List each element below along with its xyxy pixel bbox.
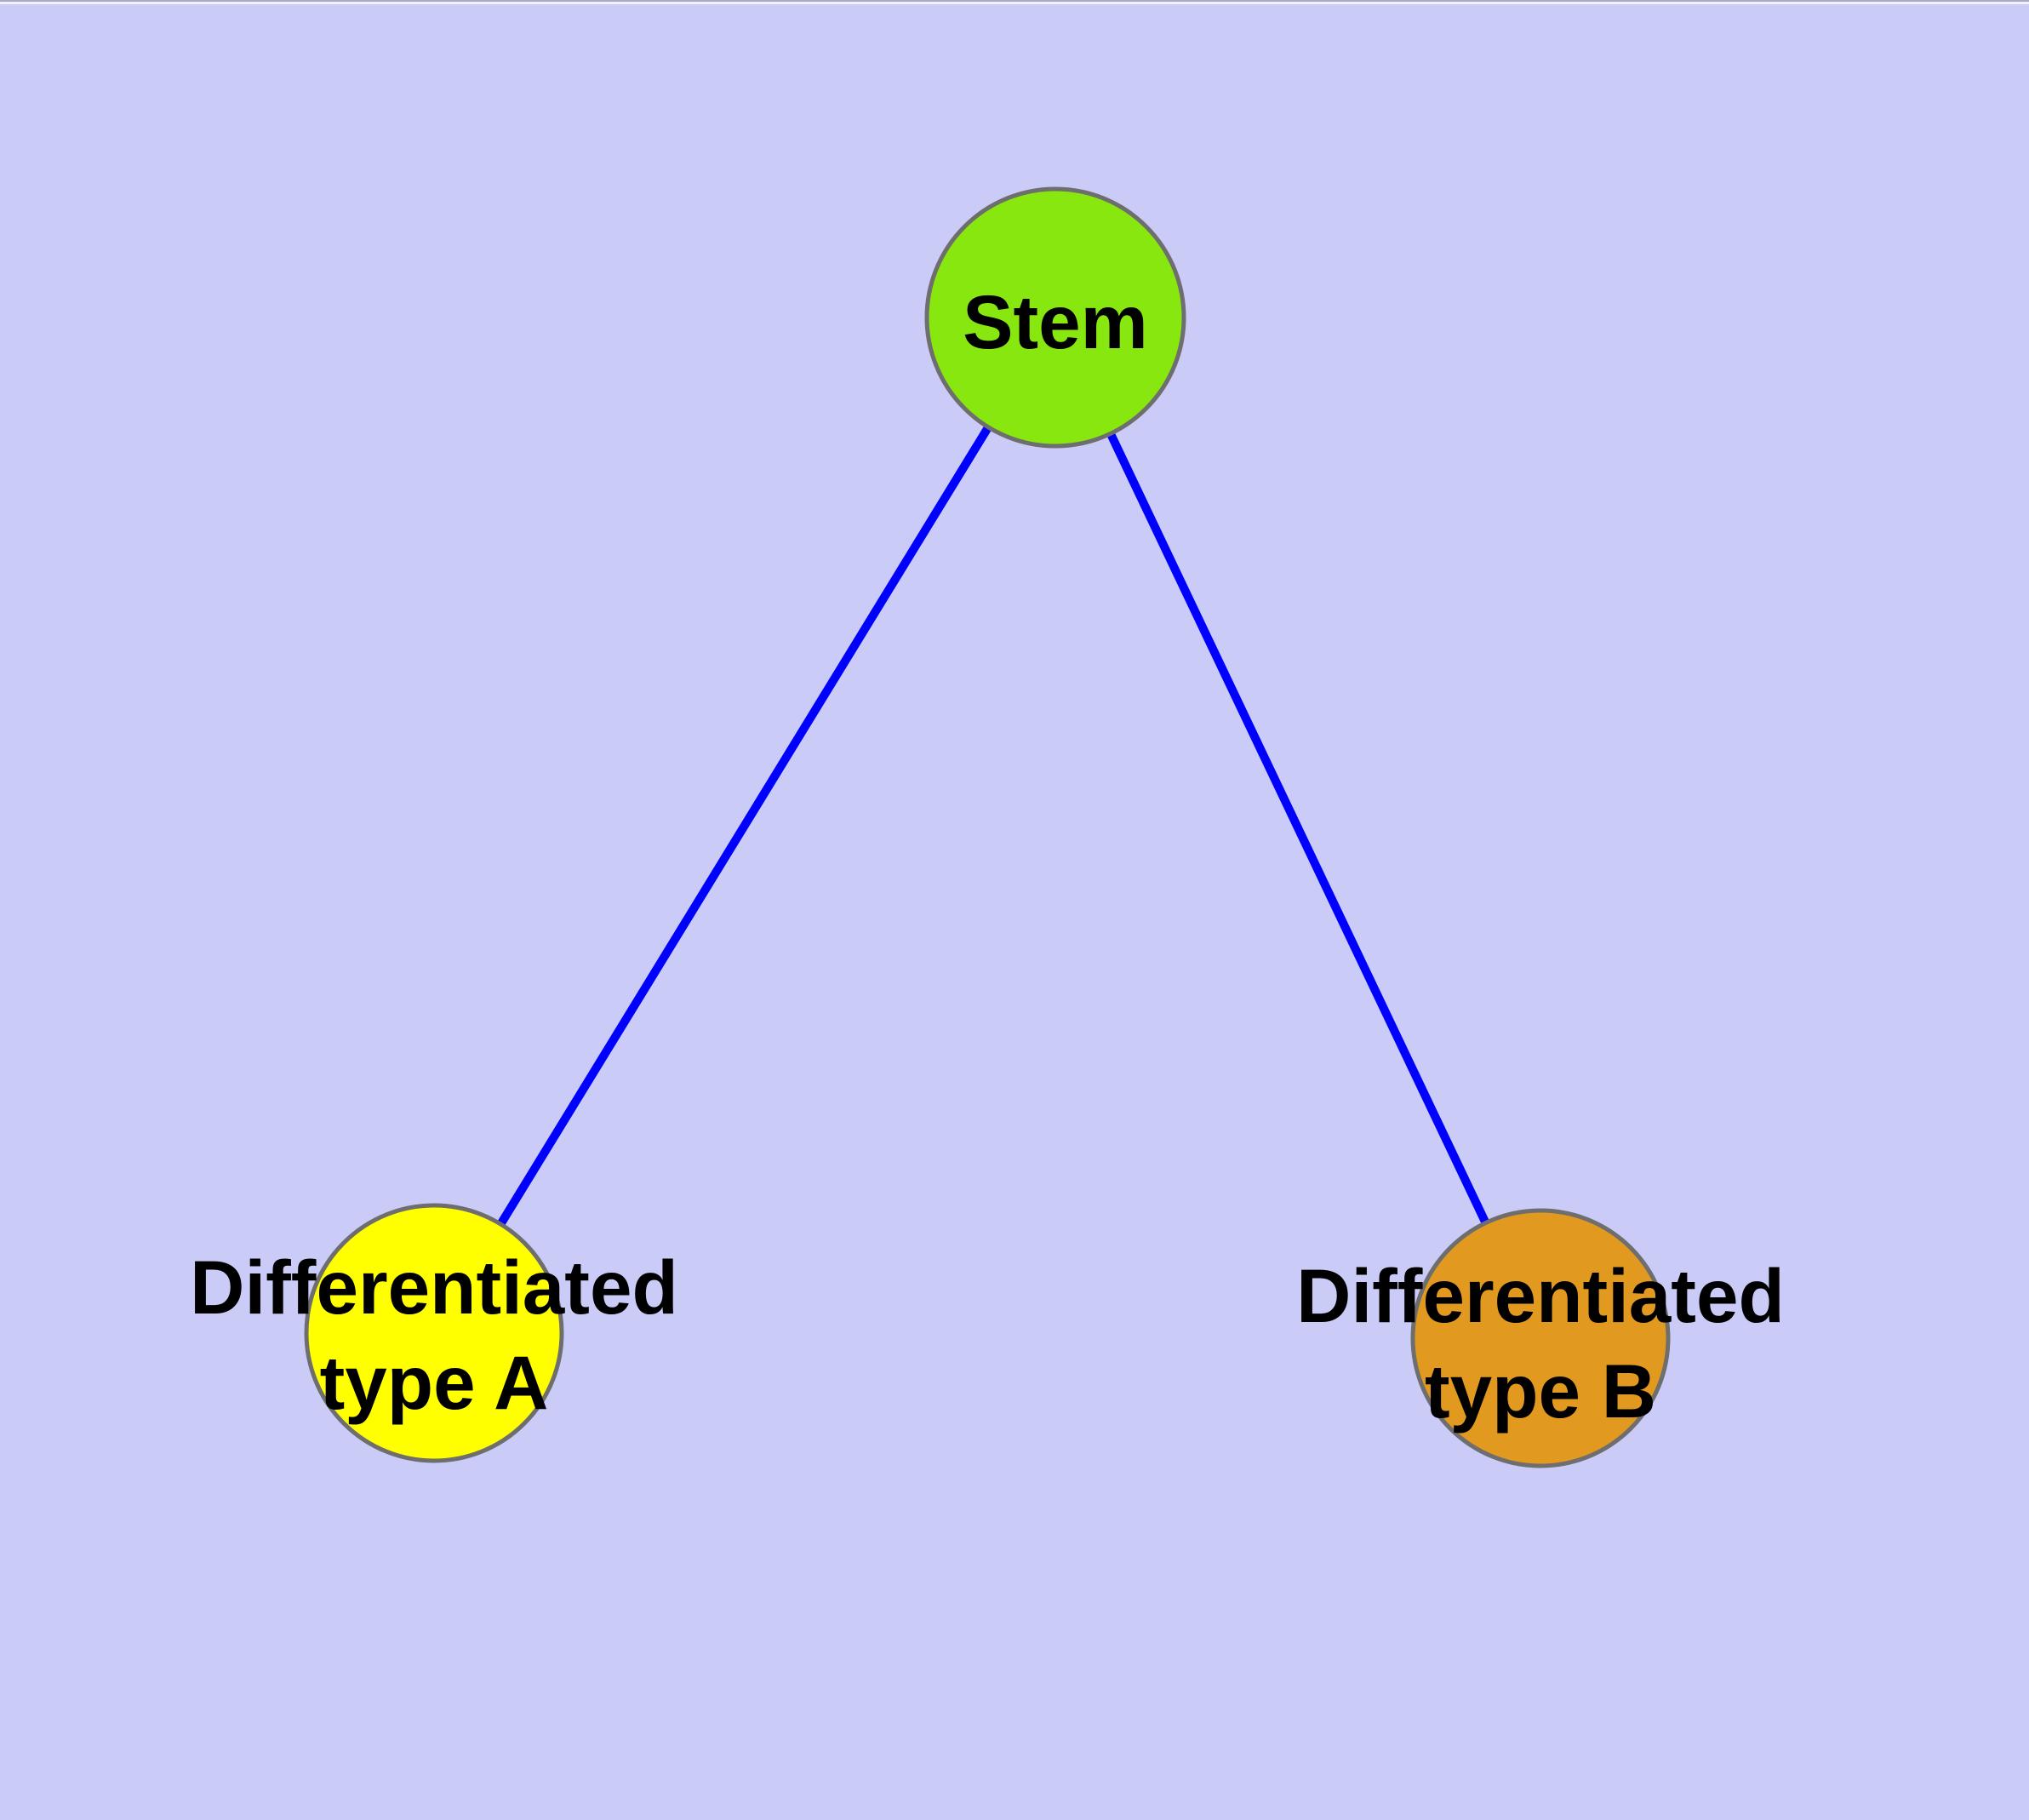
node-differentiated-type-a-label-line-2: type A <box>320 1340 549 1425</box>
node-differentiated-type-b <box>1410 1208 1671 1468</box>
window-top-edge-light-line <box>0 2 2029 4</box>
edge-stem-to-differentiated-type-b <box>1051 315 1545 1341</box>
window-top-edge <box>0 0 2029 4</box>
node-differentiated-type-b-label-line-2: type B <box>1425 1348 1656 1434</box>
node-stem-label: Stem <box>963 279 1148 364</box>
window-top-edge-dark-line <box>0 0 2029 2</box>
node-differentiated-type-b-label-line-1: Differentiated <box>1296 1253 1785 1338</box>
node-differentiated-type-a-label-line-1: Differentiated <box>190 1245 678 1330</box>
edge-stem-to-differentiated-type-a <box>430 315 1060 1336</box>
node-stem <box>924 186 1186 449</box>
node-differentiated-type-a <box>304 1203 564 1463</box>
